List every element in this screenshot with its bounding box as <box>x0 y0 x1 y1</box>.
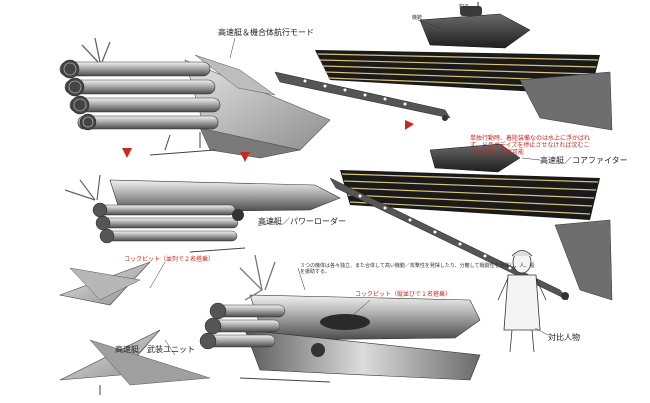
leader-lines <box>149 9 549 356</box>
cockpit-1seat-note: コックピット（縦並びで１名搭乗） <box>355 291 452 298</box>
weapon-unit-label: 高速艇／武装ユニット <box>115 345 195 354</box>
cockpit-2seat-note: コックピット（並列で２名搭乗） <box>124 256 215 263</box>
merge-mode-illustration <box>59 37 414 162</box>
power-loader-label: 高速艇／パワーローダー <box>258 217 346 226</box>
cannon-label: 機銃 <box>412 15 423 21</box>
main-craft-illustration <box>199 254 481 383</box>
power-loader-illustration <box>64 174 341 253</box>
three-crafts-note: ３つの機体は各々独立、また合体して高い機動／攻撃性を発揮したり、分離して戦闘性を… <box>300 263 535 275</box>
engine-label: 鈎爪 <box>459 4 470 10</box>
weapon-unit-illustration <box>58 261 211 395</box>
core-fighter-top-illustration <box>274 2 613 131</box>
core-fighter-illustration <box>329 143 613 301</box>
merge-mode-label: 高速艇＆機合体航行モード <box>218 28 314 37</box>
float-note: 単独行動時、着陸装備なのは水上に浮かばれず、ドラグデイズを停止させなければ沈むこ… <box>470 135 591 157</box>
pilot-figure <box>497 250 547 353</box>
pilot-label: 対比人物 <box>548 333 580 342</box>
core-fighter-label: 高速艇／コアファイター <box>540 156 628 165</box>
